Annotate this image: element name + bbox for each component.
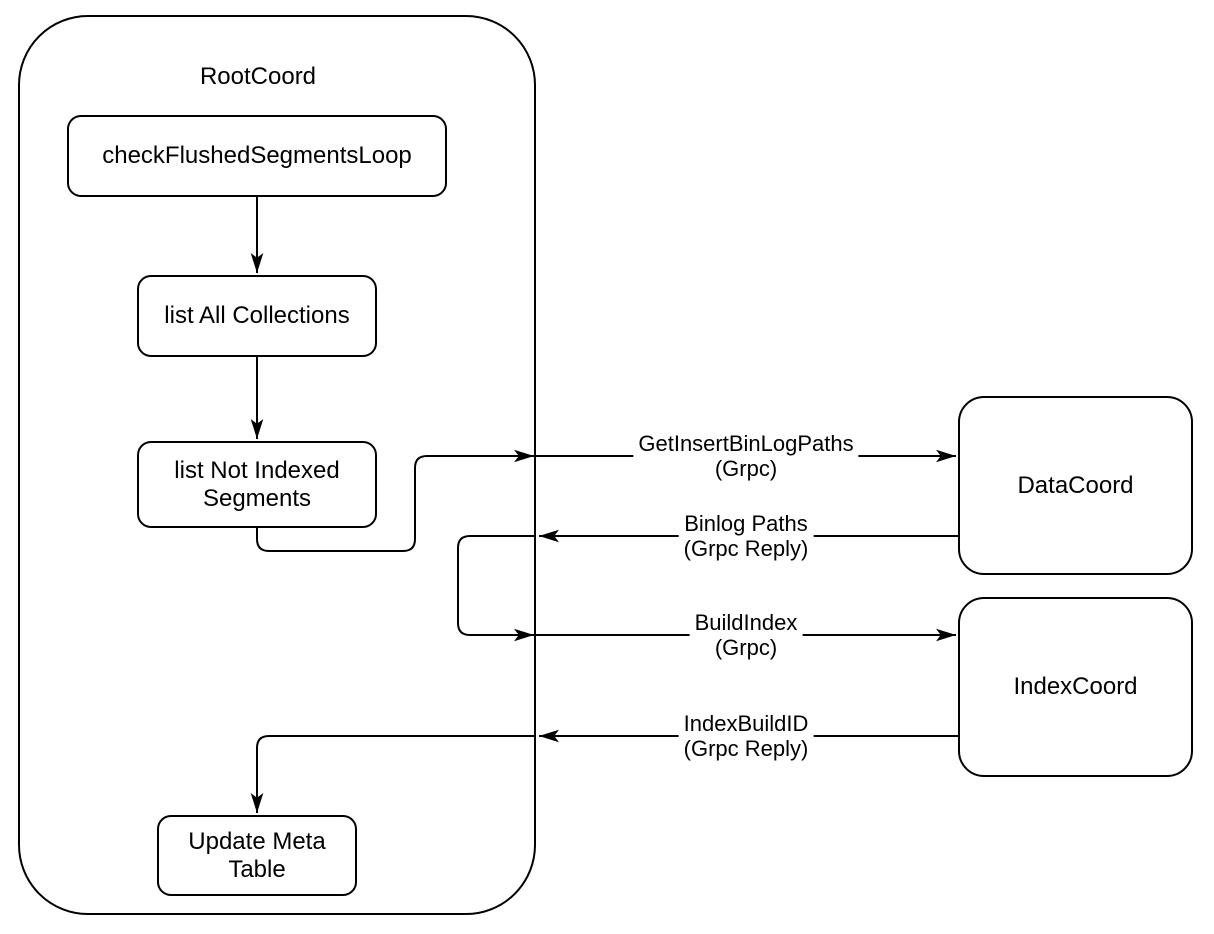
node-check-flushed-segments-loop: checkFlushedSegmentsLoop [67,115,447,197]
edge-label-line2: (Grpc) [714,635,778,660]
edge-label-indexbuildid: IndexBuildID (Grpc Reply) [678,711,814,761]
node-label: checkFlushedSegmentsLoop [102,142,412,169]
edge-label-line2: (Grpc Reply) [683,736,809,761]
edge-label-line2: (Grpc Reply) [683,536,809,561]
edge-label-line1: GetInsertBinLogPaths [638,431,854,456]
node-label: DataCoord [1017,471,1134,499]
node-list-all-collections: list All Collections [137,275,377,357]
edge-list-not-indexed-to-border [256,449,534,552]
node-label: IndexCoord [1013,673,1138,700]
node-label: list Not Indexed Segments [174,456,340,512]
edge-label-line1: Binlog Paths [684,511,808,536]
edge-label-line1: BuildIndex [694,610,798,635]
edge-border-scurve-to-buildindex-exit [457,535,536,642]
edge-label-line1: IndexBuildID [683,711,809,736]
node-label: list All Collections [164,302,350,329]
node-label: Update Meta Table [188,827,326,883]
edge-label-line2: (Grpc) [714,456,778,481]
edge-border-to-update-meta [250,735,536,813]
node-list-not-indexed-segments: list Not Indexed Segments [137,441,377,528]
node-update-meta-table: Update Meta Table [157,815,357,896]
rootcoord-title: RootCoord [199,63,317,90]
node-datacoord: DataCoord [958,396,1193,575]
edge-label-binlog-paths: Binlog Paths (Grpc Reply) [678,511,814,561]
edge-label-getinsertbinlogpaths: GetInsertBinLogPaths (Grpc) [633,431,859,481]
node-indexcoord: IndexCoord [958,597,1193,777]
edge-label-buildindex: BuildIndex (Grpc) [689,610,803,660]
rootcoord-container [18,15,536,915]
